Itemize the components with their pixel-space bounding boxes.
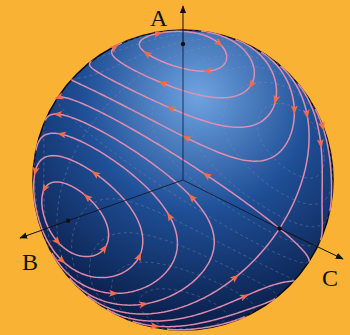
axis-label: C — [322, 266, 338, 290]
flow-arrowhead — [303, 109, 311, 119]
flow-arrowhead — [150, 322, 160, 330]
flow-line — [238, 317, 245, 320]
axis-arrow — [20, 221, 68, 238]
flow-arrowhead — [203, 67, 212, 75]
flow-arrowhead — [186, 192, 197, 203]
flow-line — [235, 39, 276, 124]
flow-arrowhead — [317, 139, 325, 149]
flow-line — [261, 52, 294, 159]
flow-line — [201, 31, 254, 95]
flow-arrowhead — [52, 236, 63, 247]
flow-line — [298, 84, 322, 204]
flow-line — [34, 156, 143, 278]
flow-arrowhead — [271, 95, 280, 105]
flow-arrowhead — [201, 170, 212, 181]
flow-line — [57, 97, 279, 229]
flow-line — [167, 320, 238, 330]
hidden-flow-line — [257, 103, 324, 178]
axis-arrow — [279, 229, 343, 259]
flow-arrowhead — [246, 79, 257, 90]
flow-line — [279, 66, 309, 229]
flow-arrowhead — [181, 133, 192, 143]
flow-arrowhead — [239, 291, 250, 301]
flow-line — [42, 182, 109, 257]
flow-line — [36, 133, 177, 243]
flow-arrowhead — [39, 183, 49, 194]
axis-label: A — [150, 6, 167, 30]
flow-arrowhead — [134, 251, 144, 262]
flow-arrowhead — [153, 29, 163, 38]
hidden-flow-line — [89, 233, 276, 322]
flow-arrowhead — [230, 272, 241, 283]
flow-arrowhead — [318, 121, 327, 132]
flow-line — [88, 229, 280, 314]
flow-arrowhead — [214, 38, 225, 49]
flow-arrowhead — [164, 210, 175, 221]
flow-arrowhead — [53, 110, 62, 117]
axis-line — [68, 180, 183, 221]
flow-arrowhead — [139, 300, 149, 308]
flow-line — [72, 79, 269, 161]
sphere — [33, 30, 333, 330]
flow-arrowhead — [56, 130, 66, 139]
hidden-flow-line — [72, 39, 261, 80]
hidden-flow-line — [57, 46, 281, 131]
flow-arrowhead — [109, 290, 118, 297]
hidden-flow-line — [189, 67, 330, 227]
flow-arrowhead — [157, 78, 168, 88]
flow-line — [315, 109, 331, 189]
flow-line — [268, 281, 294, 287]
flow-line — [45, 114, 214, 242]
flow-arrowhead — [81, 191, 92, 202]
axis-arrow — [183, 6, 184, 44]
flow-line — [133, 307, 255, 326]
hidden-flow-line — [223, 82, 332, 204]
flow-arrowhead — [56, 255, 67, 266]
flow-line — [255, 298, 276, 307]
flow-arrowhead — [99, 242, 110, 253]
flow-arrowhead — [89, 168, 100, 179]
flow-line — [89, 61, 254, 127]
flow-arrowhead — [165, 103, 176, 113]
axis-label: B — [22, 250, 38, 274]
flow-arrowhead — [291, 105, 298, 114]
axis-line — [183, 44, 184, 180]
flow-line — [320, 204, 322, 241]
flow-arrowhead — [53, 93, 64, 102]
axis-line — [183, 180, 279, 229]
flow-arrowhead — [141, 48, 152, 59]
flow-arrowhead — [31, 166, 40, 176]
flow-arrowhead — [109, 41, 120, 52]
